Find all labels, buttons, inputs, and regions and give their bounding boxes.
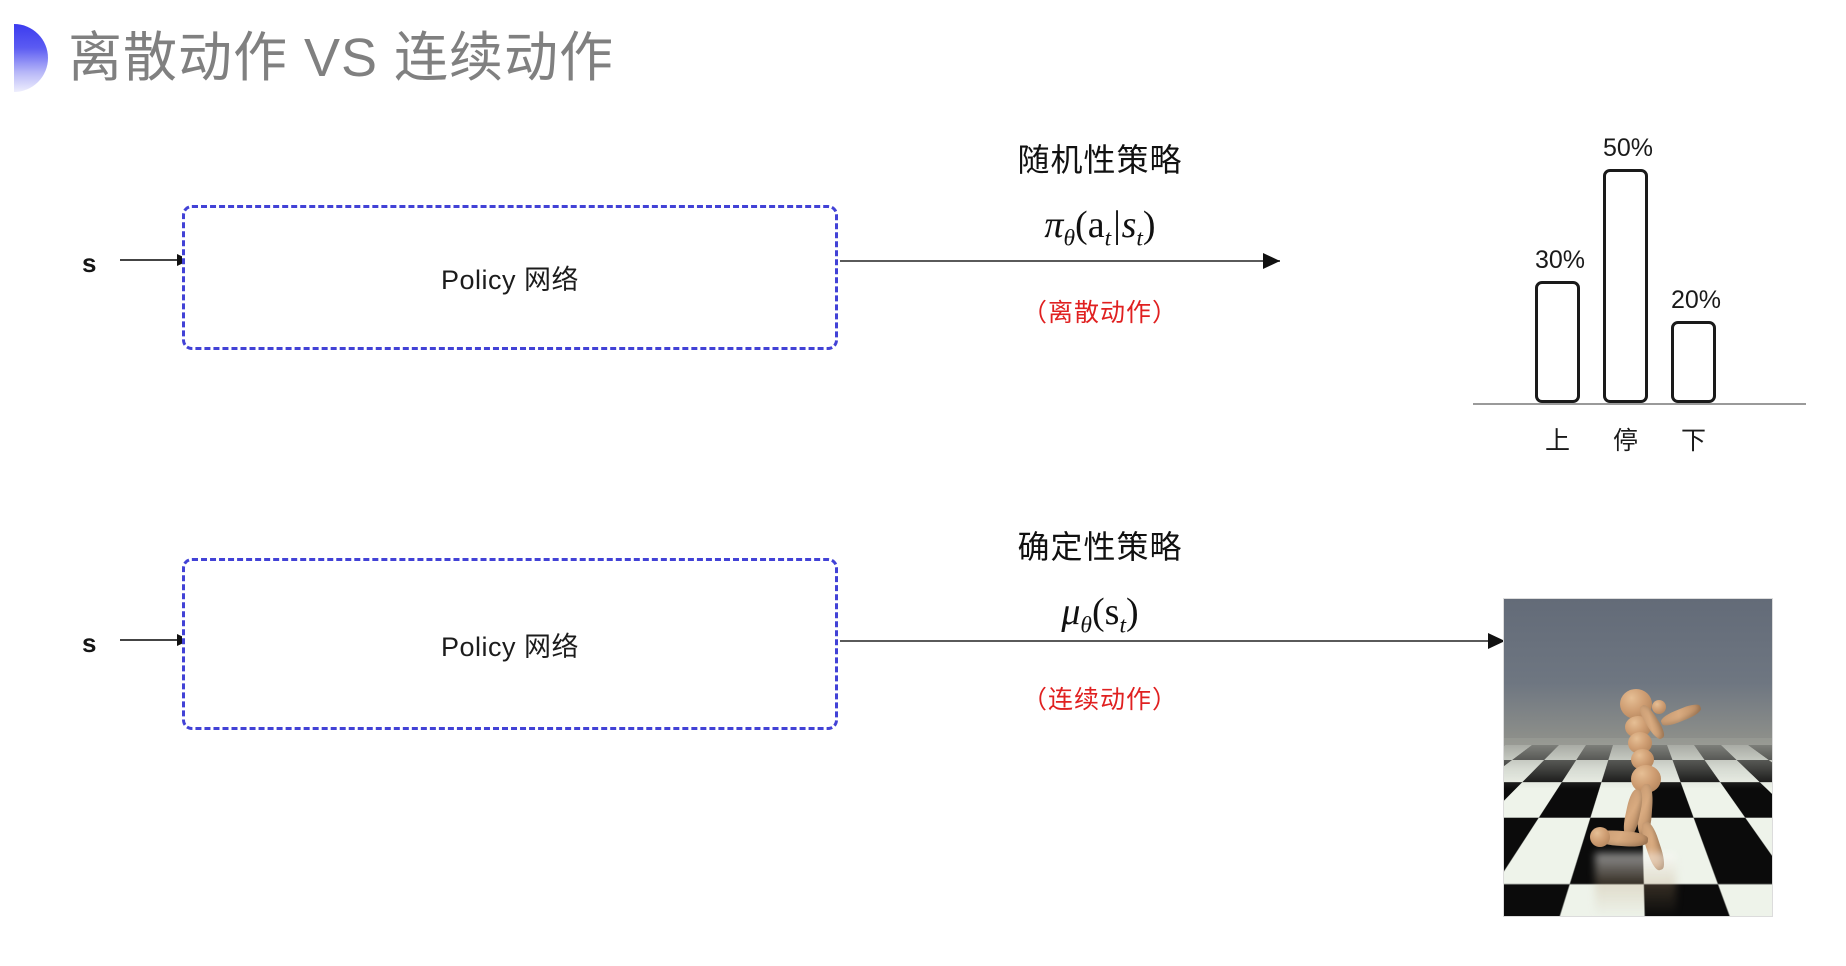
policy-network-box-discrete[interactable]: Policy 网络	[182, 205, 838, 350]
annotation-continuous: 确定性策略 μθ(st) （连续动作）	[940, 522, 1260, 716]
policy-formula-discrete: πθ(at|st)	[940, 203, 1260, 253]
policy-type-label: 确定性策略	[940, 522, 1260, 568]
formula-open-arg: (s	[1092, 591, 1119, 633]
arrow-head	[1263, 253, 1280, 269]
bar-value-label-1: 50%	[1603, 134, 1648, 163]
input-arrow-discrete	[120, 254, 190, 266]
bar-category-label-0: 上	[1535, 421, 1580, 457]
bar-value-label-2: 20%	[1671, 286, 1716, 315]
action-type-note-continuous: （连续动作）	[940, 680, 1260, 716]
chart-baseline-axis	[1473, 403, 1806, 405]
policy-type-label: 随机性策略	[940, 135, 1260, 181]
humanoid-hand	[1652, 700, 1666, 714]
annotation-discrete: 随机性策略 πθ(at|st) （离散动作）	[940, 135, 1260, 329]
policy-network-label: Policy 网络	[441, 625, 579, 664]
bar-category-label-1: 停	[1603, 421, 1648, 457]
bar-rect-0	[1535, 281, 1580, 403]
input-arrow-continuous	[120, 634, 190, 646]
floor-reflection	[1595, 853, 1675, 916]
formula-open-arg: (a	[1075, 204, 1105, 246]
humanoid-knee-foot	[1590, 827, 1610, 847]
formula-theta: θ	[1063, 226, 1075, 252]
humanoid-simulation-image	[1503, 598, 1773, 917]
action-type-note-discrete: （离散动作）	[940, 293, 1260, 329]
bar-rect-2	[1671, 321, 1716, 403]
action-probability-bar-chart: 30% 上 50% 停 20% 下	[1473, 95, 1806, 405]
input-state-label-continuous: s	[82, 628, 96, 659]
policy-network-label: Policy 网络	[441, 258, 579, 297]
row-discrete: s Policy 网络 随机性策略 πθ(at|st) （离散动作） 30% 上	[0, 0, 1846, 500]
formula-mu: μ	[1061, 591, 1080, 633]
policy-formula-continuous: μθ(st)	[940, 590, 1260, 640]
input-state-label-discrete: s	[82, 248, 96, 279]
formula-cond-bar: |s	[1111, 204, 1136, 246]
formula-close-paren: )	[1143, 204, 1156, 246]
policy-network-box-continuous[interactable]: Policy 网络	[182, 558, 838, 730]
formula-close-paren: )	[1126, 591, 1139, 633]
bar-category-label-2: 下	[1671, 421, 1716, 457]
bar-value-label-0: 30%	[1535, 246, 1580, 275]
formula-theta: θ	[1080, 613, 1092, 639]
bar-rect-1	[1603, 169, 1648, 403]
formula-pi: π	[1044, 204, 1063, 246]
